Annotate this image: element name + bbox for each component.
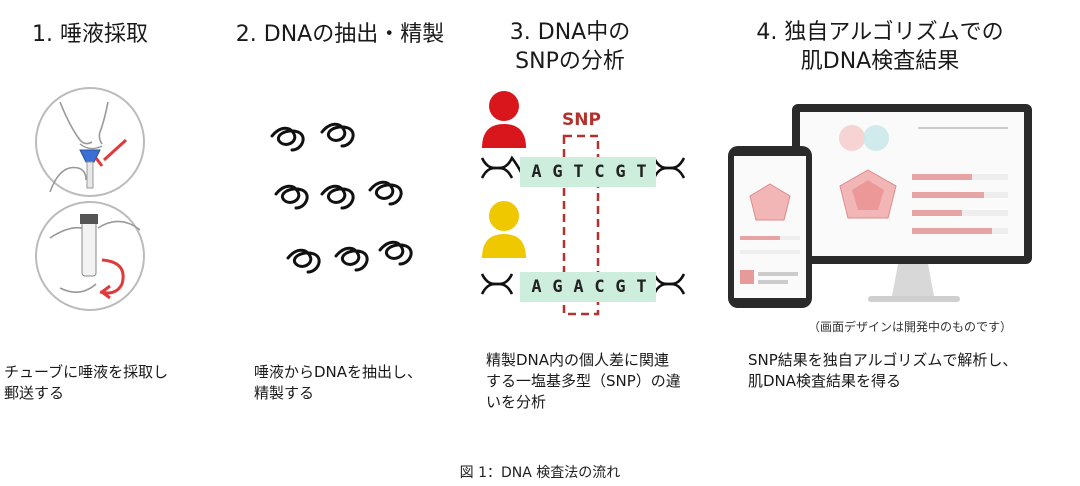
base: T [636, 277, 647, 297]
base: C [594, 162, 605, 182]
phone-icon [728, 146, 812, 308]
step-4-description: SNP結果を独自アルゴリズムで解析し、 肌DNA検査結果を得る [748, 351, 1018, 390]
saliva-collection-illustration [35, 87, 145, 311]
screen-design-note: （画面デザインは開発中のものです） [808, 320, 1013, 334]
face-spit-icon [35, 87, 145, 197]
results-devices-illustration [728, 104, 1032, 308]
snp-comparison-illustration [480, 91, 686, 316]
dna-strand-icon [320, 122, 355, 148]
step-3-title: 3. DNA中の SNPの分析 [509, 20, 631, 74]
dna-extraction-illustration [270, 122, 413, 274]
base: G [615, 162, 626, 182]
helix-left-bottom-icon [480, 273, 514, 295]
sequence-top: A G T C G T [520, 157, 656, 187]
base: T [636, 162, 647, 182]
dna-strand-icon [368, 180, 403, 206]
step-4-title: 4. 独自アルゴリズムでの 肌DNA検査結果 [756, 20, 1004, 74]
base: G [552, 162, 563, 182]
dna-strand-icon [378, 240, 413, 266]
base: G [552, 277, 563, 297]
step-2-description: 唾液からDNAを抽出し、 精製する [254, 363, 423, 402]
step-1-description: チューブに唾液を採取し 郵送する [4, 363, 169, 402]
dna-strand-icon [274, 184, 309, 210]
helix-right-bottom-icon [652, 273, 686, 295]
base: A [531, 277, 542, 297]
base: A [531, 162, 542, 182]
dna-strand-icon [286, 248, 321, 274]
step-3-description: 精製DNA内の個人差に関連 する一塩基多型（SNP）の違 いを分析 [486, 351, 681, 411]
sequence-bottom: A G A C G T [520, 272, 656, 302]
dna-strand-icon [320, 184, 355, 210]
snp-label: SNP [562, 110, 601, 130]
base: T [573, 162, 584, 182]
figure-caption: 図 1：DNA 検査法の流れ [459, 465, 621, 481]
step-2-title: 2. DNAの抽出・精製 [235, 22, 445, 47]
dna-strand-icon [334, 246, 369, 272]
base: C [594, 277, 605, 297]
base: A [573, 277, 584, 297]
helix-left-top-icon [480, 155, 524, 179]
step-1-title: 1. 唾液採取 [32, 22, 148, 47]
dna-strand-icon [270, 126, 305, 152]
red-person-icon [482, 91, 526, 148]
helix-right-top-icon [652, 157, 686, 179]
base: G [615, 277, 626, 297]
yellow-person-icon [482, 201, 526, 258]
snp-highlight-box [562, 134, 600, 316]
monitor-icon [792, 104, 1032, 302]
tube-cap-icon [35, 201, 145, 311]
